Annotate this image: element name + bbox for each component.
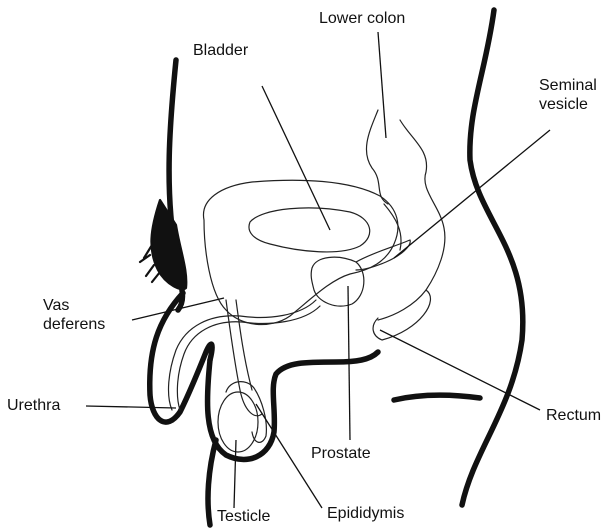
- label-vas-deferens-line-2: deferens: [43, 315, 105, 334]
- leader-urethra: [86, 406, 176, 408]
- label-rectum: Rectum: [546, 406, 601, 425]
- label-seminal-vesicle-line-2: vesicle: [539, 95, 597, 114]
- label-testicle: Testicle: [217, 507, 270, 526]
- label-seminal-vesicle-line-1: Seminal: [539, 76, 597, 95]
- prostate: [311, 257, 364, 306]
- penis-outline: [150, 293, 212, 422]
- label-bladder: Bladder: [193, 41, 248, 60]
- inner-thigh-outline: [394, 395, 480, 400]
- pubic-hair: [140, 200, 186, 289]
- rectum: [373, 290, 430, 340]
- lower-colon: [366, 110, 444, 320]
- label-urethra: Urethra: [7, 396, 60, 415]
- label-vas-deferens: Vas deferens: [43, 296, 105, 334]
- testicle: [218, 392, 258, 452]
- leader-lower-colon: [378, 32, 386, 138]
- label-seminal-vesicle: Seminal vesicle: [539, 76, 597, 114]
- label-prostate: Prostate: [311, 444, 371, 463]
- bladder: [203, 180, 397, 324]
- bladder-inner: [249, 208, 370, 252]
- thigh-outline: [208, 440, 216, 525]
- label-vas-deferens-line-1: Vas: [43, 296, 105, 315]
- label-lower-colon: Lower colon: [319, 9, 405, 28]
- label-epididymis: Epididymis: [327, 504, 404, 523]
- body-outline-back: [462, 10, 523, 505]
- seminal-vesicle: [356, 240, 410, 270]
- leader-testicle: [234, 440, 236, 508]
